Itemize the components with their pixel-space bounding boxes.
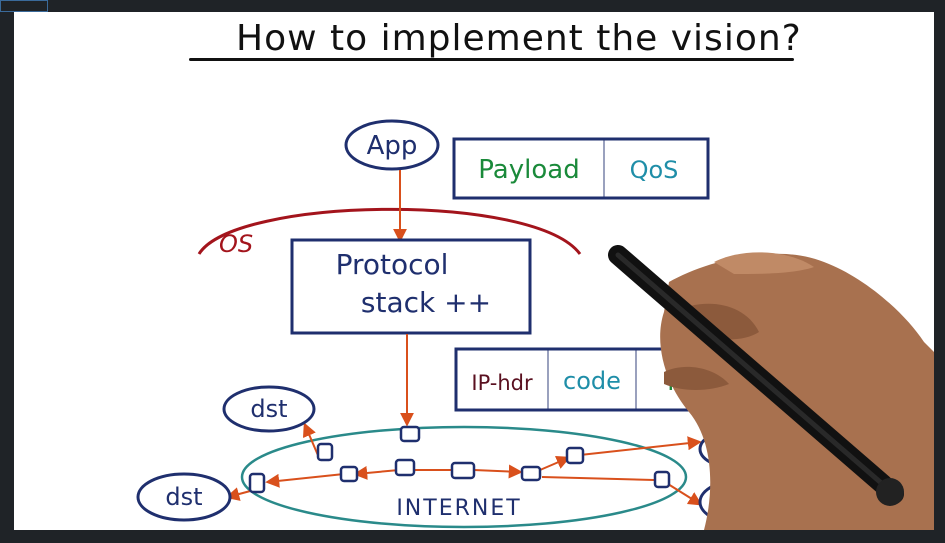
app-node [344, 119, 440, 171]
router-node [399, 425, 421, 443]
whiteboard: How to implement the vision? OS App Payl… [14, 12, 934, 530]
internet-label: INTERNET [396, 496, 521, 521]
ip-hdr-label: IP-hdr [471, 371, 533, 395]
router-node [394, 458, 416, 477]
os-boundary-arc [197, 207, 582, 255]
title-underline [189, 58, 794, 61]
dst-label: dst [727, 435, 764, 463]
router-node [565, 446, 585, 465]
dst-label: dst [165, 483, 202, 511]
page-title: How to implement the vision? [236, 18, 802, 59]
code-label: code [563, 367, 621, 395]
protocol-label: Protocol [336, 248, 449, 281]
router-node [520, 465, 542, 482]
app-header-box: Payload QoS [452, 137, 710, 200]
dst-label: dst [727, 488, 764, 516]
protocol-stack-box: Protocol stack ++ [290, 238, 532, 335]
dst-node-right-bottom: dst [698, 477, 794, 527]
dst-node-top-left: dst [222, 385, 316, 433]
os-label: OS [219, 230, 253, 258]
dst-node-bottom-left: dst [136, 472, 232, 522]
network-diagram: OS App Payload QoS Protocol stack ++ IP-… [136, 119, 934, 530]
app-label: App [367, 131, 418, 161]
dst-node-right-top: dst [698, 426, 794, 472]
router-nodes [248, 425, 671, 494]
router-node [248, 472, 266, 494]
router-node [339, 465, 359, 483]
dst-label: dst [250, 395, 287, 423]
window-corner-accent [0, 0, 48, 12]
router-node [450, 461, 476, 480]
app-payload-label: Payload [478, 155, 579, 185]
stack-label: stack ++ [361, 286, 491, 319]
network-header-box: IP-hdr code Payload [454, 347, 794, 412]
router-node [653, 470, 671, 489]
net-payload-label: Payload [667, 368, 761, 396]
qos-label: QoS [630, 156, 679, 184]
router-node [316, 442, 334, 462]
